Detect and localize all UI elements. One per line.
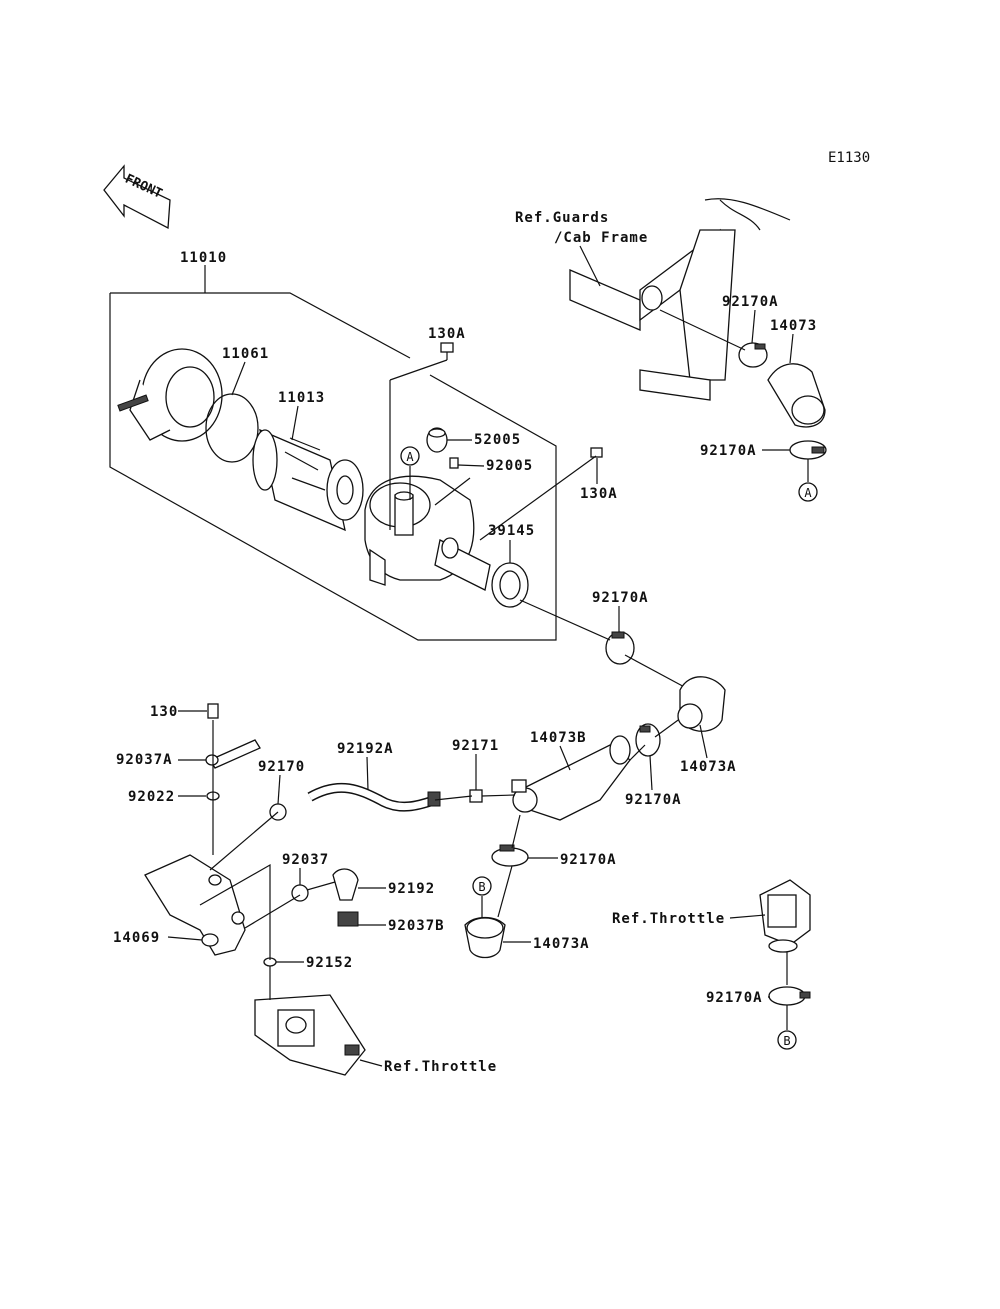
- label-14073: 14073: [770, 318, 817, 334]
- label-ref-throttle-1: Ref.Throttle: [612, 911, 725, 927]
- diagram-id: E1130: [828, 150, 870, 166]
- label-group: 11010 11061 11013 130A 52005 92005 130A …: [113, 210, 817, 1075]
- label-39145: 39145: [488, 523, 535, 539]
- elbow-14073: [767, 363, 826, 428]
- label-130A-a: 130A: [428, 326, 466, 342]
- label-92022: 92022: [128, 789, 175, 805]
- connection-lines-lower: [199, 720, 788, 1000]
- throttle-body-lower: [254, 994, 366, 1076]
- label-92170A-5: 92170A: [560, 852, 617, 868]
- label-14073B: 14073B: [530, 730, 587, 746]
- plenum-14069: [144, 854, 246, 956]
- elbow-92192: [332, 868, 359, 901]
- elbow-14073A-lower: [464, 916, 506, 959]
- label-92170A-6: 92170A: [706, 990, 763, 1006]
- label-14073A-2: 14073A: [533, 936, 590, 952]
- marker-A-1: A: [400, 446, 420, 500]
- svg-text:B: B: [783, 1034, 790, 1048]
- label-11061: 11061: [222, 346, 269, 362]
- marker-B-2: B: [777, 1005, 797, 1050]
- hose-92192A: [307, 782, 441, 812]
- label-130: 130: [150, 704, 178, 720]
- label-52005: 52005: [474, 432, 521, 448]
- clamp-92170A-5: [491, 844, 529, 867]
- cap-52005: [426, 427, 448, 453]
- fitting-92005: [449, 457, 459, 469]
- label-11010: 11010: [180, 250, 227, 266]
- connection-lines-upper: [389, 359, 691, 738]
- label-ref-guards-line1: Ref.Guards: [515, 210, 609, 226]
- label-92005: 92005: [486, 458, 533, 474]
- label-92170: 92170: [258, 759, 305, 775]
- clamp-92170A-6: [768, 986, 811, 1006]
- svg-text:B: B: [478, 880, 485, 894]
- air-cleaner-cover: [117, 348, 223, 442]
- label-ref-guards-line2: /Cab Frame: [554, 230, 648, 246]
- bolt-130: [207, 703, 219, 719]
- svg-text:A: A: [406, 450, 414, 464]
- label-92170A-3: 92170A: [592, 590, 649, 606]
- label-14073A-1: 14073A: [680, 759, 737, 775]
- o-ring-11061: [205, 393, 259, 463]
- label-92192A: 92192A: [337, 741, 394, 757]
- bolt-130A-b: [590, 447, 603, 458]
- label-14069: 14069: [113, 930, 160, 946]
- label-92152: 92152: [306, 955, 353, 971]
- filter-element-11013: [252, 428, 364, 532]
- label-92170A-2: 92170A: [700, 443, 757, 459]
- marker-B-1: B: [472, 876, 492, 918]
- svg-text:A: A: [804, 486, 812, 500]
- label-92037: 92037: [282, 852, 329, 868]
- bolt-130A-a: [440, 342, 454, 360]
- label-11013: 11013: [278, 390, 325, 406]
- air-cleaner-housing: [364, 475, 491, 591]
- strap-92037A: [205, 739, 261, 769]
- y-duct-14073B: [511, 735, 631, 821]
- label-92037A: 92037A: [116, 752, 173, 768]
- elbow-14073A-upper: [677, 676, 726, 732]
- label-92170A-1: 92170A: [722, 294, 779, 310]
- label-92037B: 92037B: [388, 918, 445, 934]
- clamp-92170A-4: [635, 723, 661, 757]
- marker-A-2: A: [798, 459, 818, 502]
- duct-39145: [491, 562, 529, 608]
- clamp-92170A-2: [789, 440, 827, 460]
- label-130A-b: 130A: [580, 486, 618, 502]
- cab-frame: [569, 198, 791, 401]
- label-92171: 92171: [452, 738, 499, 754]
- label-92170A-4: 92170A: [625, 792, 682, 808]
- throttle-body-ref: [759, 879, 811, 953]
- front-arrow-icon: FRONT: [103, 164, 171, 230]
- label-92192: 92192: [388, 881, 435, 897]
- clamp-92170A-1: [738, 342, 768, 368]
- group-outline-11010: [109, 265, 557, 641]
- label-ref-throttle-2: Ref.Throttle: [384, 1059, 497, 1075]
- clamp-92037B: [337, 911, 359, 927]
- clamp-92170A-3: [605, 631, 635, 665]
